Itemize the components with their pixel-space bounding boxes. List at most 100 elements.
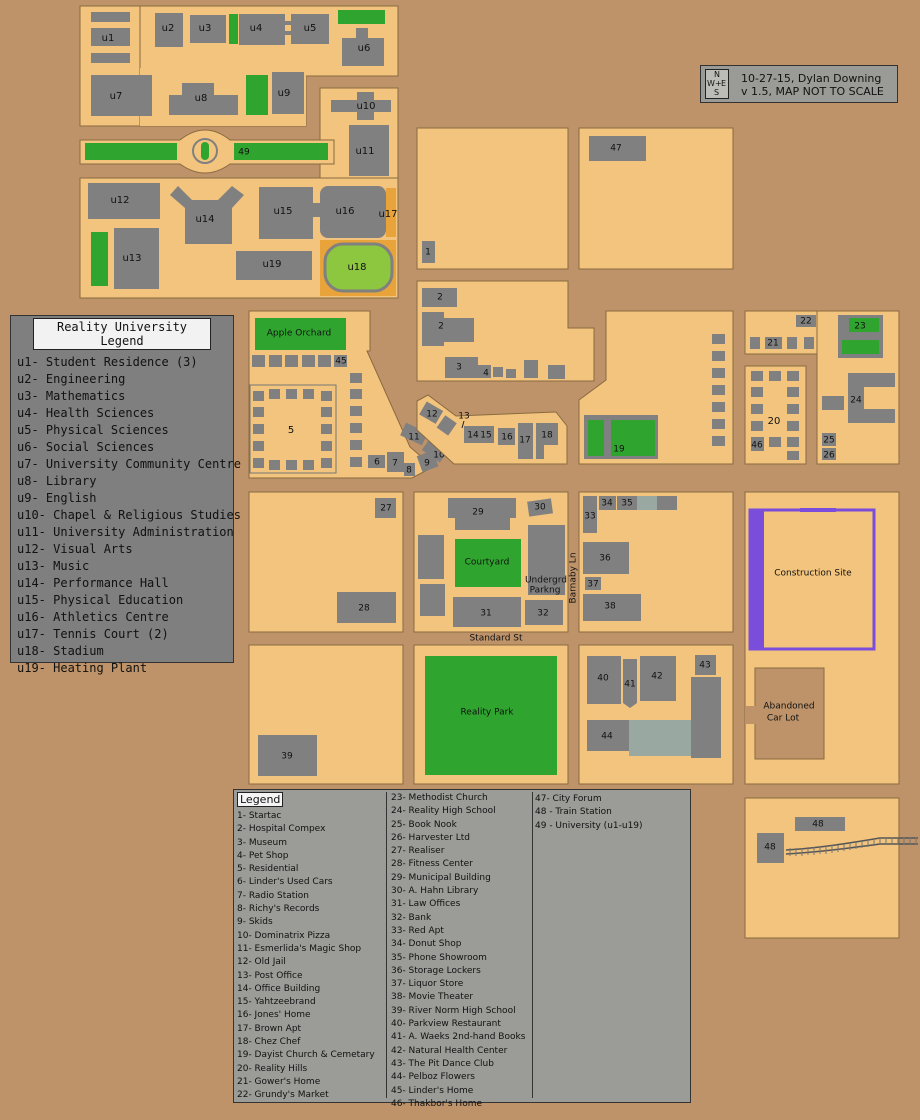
building-48a xyxy=(795,817,845,831)
compass-north: N xyxy=(714,70,720,79)
label-4: 4 xyxy=(483,369,489,379)
building-40 xyxy=(587,656,621,704)
barnaby-ln-label: Barnaby Ln xyxy=(569,552,579,603)
building-7 xyxy=(387,452,404,472)
u12-building xyxy=(88,183,160,219)
list-item: u14- Performance Hall xyxy=(17,576,169,590)
building-44 xyxy=(587,720,629,751)
list-item: 4- Pet Shop xyxy=(237,850,289,861)
u11-label: u11 xyxy=(355,146,374,157)
list-item: 14- Office Building xyxy=(237,983,321,994)
label-29: 29 xyxy=(472,508,484,518)
list-item: 28- Fitness Center xyxy=(391,859,473,870)
building-31 xyxy=(453,597,521,627)
underground-parking xyxy=(528,525,565,595)
building-row xyxy=(350,406,362,416)
legend-column-3: 47- City Forum 48 - Train Station 49 - U… xyxy=(535,793,643,833)
train-tracks xyxy=(785,837,918,855)
building-39 xyxy=(258,735,317,776)
list-item: 8- Richy's Records xyxy=(237,904,320,915)
label-30: 30 xyxy=(534,503,546,513)
building-18 xyxy=(536,423,558,445)
list-item: 34- Donut Shop xyxy=(391,939,462,950)
u4-u5-link xyxy=(285,21,291,25)
label-24: 24 xyxy=(850,396,862,406)
train-track-ties xyxy=(789,837,917,856)
u2-building xyxy=(155,13,183,47)
list-item: 26- Harvester Ltd xyxy=(391,832,470,843)
building-row xyxy=(350,457,362,467)
building-12 xyxy=(419,401,444,424)
list-item: 5- Residential xyxy=(237,864,299,875)
label-14: 14 xyxy=(467,431,479,441)
building-21-neighbor xyxy=(804,337,814,349)
list-item: 33- Red Apt xyxy=(391,925,444,936)
label-38: 38 xyxy=(604,602,616,612)
building-side xyxy=(420,584,445,616)
building-42 xyxy=(640,656,676,701)
u13-green xyxy=(91,232,108,286)
university-legend-list: u1- Student Residence (3) u2- Engineerin… xyxy=(17,354,241,677)
building-45-row xyxy=(252,355,265,367)
list-item: 37- Liquor Store xyxy=(391,979,464,990)
list-item: u10- Chapel & Religious Studies xyxy=(17,508,241,522)
label-23: 23 xyxy=(854,322,865,332)
reality-park-label: Reality Park xyxy=(460,708,514,718)
label-34: 34 xyxy=(601,499,613,509)
u13-building xyxy=(114,228,159,289)
list-item: u19- Heating Plant xyxy=(17,661,148,675)
abandoned-car-lot-label-2: Car Lot xyxy=(767,714,800,724)
building-44-annex xyxy=(629,720,691,756)
construction-site-edge xyxy=(750,510,764,649)
building-16 xyxy=(498,428,515,445)
label-20: 20 xyxy=(768,416,781,427)
list-item: 12- Old Jail xyxy=(237,957,286,968)
list-item: u1- Student Residence (3) xyxy=(17,355,198,369)
legend-column-2: 23- Methodist Church 24- Reality High Sc… xyxy=(391,792,525,1111)
map-legend: Legend 1- Startac 2- Hospital Compex 3- … xyxy=(233,789,691,1109)
u16-building xyxy=(320,186,386,238)
compass-cross: + xyxy=(715,79,722,88)
u9-green xyxy=(246,75,268,115)
label-27: 27 xyxy=(380,504,391,514)
u19-label: u19 xyxy=(262,259,281,270)
underground-parking-label-1: Undergrd xyxy=(525,576,567,586)
label-10: 10 xyxy=(433,451,445,461)
list-item: 49 - University (u1-u19) xyxy=(535,820,643,831)
church-green-23 xyxy=(849,318,879,332)
label-6: 6 xyxy=(374,458,380,468)
building-45-row xyxy=(318,355,331,367)
list-item: 1- Startac xyxy=(237,811,282,821)
label-2b: 2 xyxy=(438,322,444,332)
compass-west: W xyxy=(707,79,715,88)
label-37: 37 xyxy=(587,580,598,590)
u14-label: u14 xyxy=(195,214,214,225)
label-44: 44 xyxy=(601,732,613,742)
label-9: 9 xyxy=(424,459,430,469)
building-21-neighbor xyxy=(787,337,797,349)
label-12: 12 xyxy=(426,410,437,420)
building-row xyxy=(350,423,362,433)
building-2b xyxy=(422,312,444,346)
label-26: 26 xyxy=(823,451,835,461)
label-28: 28 xyxy=(358,604,370,614)
list-item: 7- Radio Station xyxy=(237,890,309,901)
u16-label: u16 xyxy=(335,206,354,217)
label-33: 33 xyxy=(584,512,595,522)
building-4-annex xyxy=(506,369,516,378)
label-15: 15 xyxy=(480,431,491,441)
block-2 xyxy=(416,280,595,382)
u1-building xyxy=(91,53,130,63)
label-3: 3 xyxy=(456,363,462,373)
u7-building xyxy=(91,75,152,116)
abandoned-car-lot-label-1: Abandoned xyxy=(763,702,814,712)
list-item: 40- Parkview Restaurant xyxy=(391,1019,501,1030)
u15-building xyxy=(259,187,313,239)
u15-label: u15 xyxy=(273,206,292,217)
list-item: u4- Health Sciences xyxy=(17,406,155,420)
list-item: u11- University Administration xyxy=(17,525,234,539)
compass-east: E xyxy=(721,79,727,88)
list-item: u17- Tennis Court (2) xyxy=(17,627,169,641)
u18-label: u18 xyxy=(347,262,366,273)
building-48b xyxy=(757,833,784,863)
